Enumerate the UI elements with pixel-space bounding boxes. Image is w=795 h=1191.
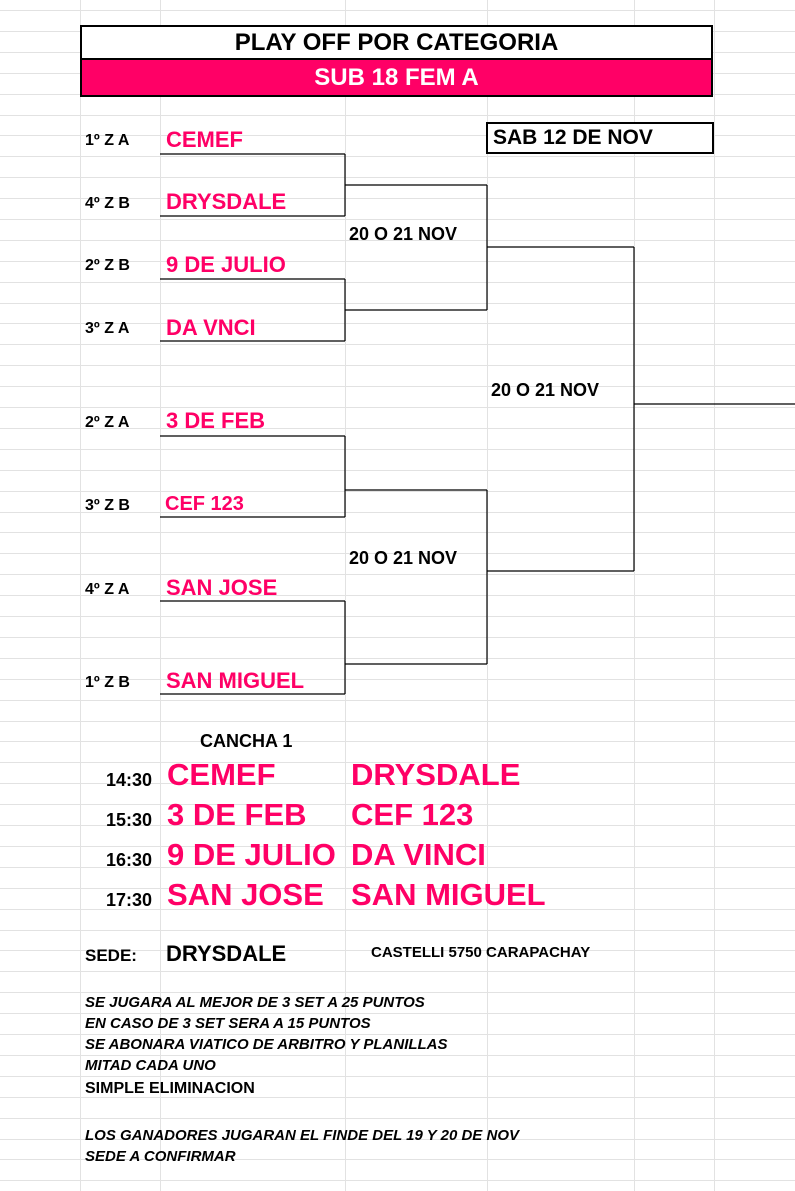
match-away-team: CEF 123 [351, 797, 474, 832]
seed-label: 4º Z A [85, 581, 130, 598]
seed-label: 1º Z A [85, 132, 130, 149]
team-name: SAN MIGUEL [166, 668, 305, 693]
seed-label: 4º Z B [85, 195, 130, 212]
match-time: 14:30 [106, 770, 153, 790]
team-name: 3 DE FEB [166, 408, 266, 433]
match-time: 15:30 [106, 810, 153, 830]
court-label: CANCHA 1 [200, 731, 293, 751]
match-away-team: DRYSDALE [351, 757, 521, 792]
note-line: MITAD CADA UNO [85, 1057, 216, 1074]
venue-address: CASTELLI 5750 CARAPACHAY [371, 944, 591, 961]
seed-label: 1º Z B [85, 674, 130, 691]
note-line: SE JUGARA AL MEJOR DE 3 SET A 25 PUNTOS [85, 994, 425, 1011]
page-title-text: PLAY OFF POR CATEGORIA [234, 28, 559, 56]
note-line: SEDE A CONFIRMAR [85, 1148, 236, 1165]
category-banner-text: SUB 18 FEM A [314, 63, 479, 91]
match-home-team: 9 DE JULIO [167, 837, 336, 872]
seed-label: 2º Z B [85, 257, 130, 274]
team-name: DA VNCI [166, 315, 256, 340]
seed-label: 3º Z A [85, 320, 130, 337]
round-date-label: 20 O 21 NOV [491, 380, 600, 400]
round-date-label: 20 O 21 NOV [349, 548, 458, 568]
match-home-team: SAN JOSE [167, 877, 324, 912]
seed-label: 3º Z B [85, 497, 130, 514]
date-box: SAB 12 DE NOV [486, 122, 714, 154]
venue-name: DRYSDALE [166, 941, 287, 966]
team-name: CEF 123 [165, 493, 244, 515]
seed-label: 2º Z A [85, 414, 130, 431]
note-line: SIMPLE ELIMINACION [85, 1080, 255, 1097]
team-name: CEMEF [166, 127, 243, 152]
match-away-team: SAN MIGUEL [351, 877, 546, 912]
match-home-team: 3 DE FEB [167, 797, 307, 832]
match-away-team: DA VINCI [351, 837, 486, 872]
match-home-team: CEMEF [167, 757, 276, 792]
match-time: 16:30 [106, 850, 153, 870]
note-line: EN CASO DE 3 SET SERA A 15 PUNTOS [85, 1015, 371, 1032]
category-banner: SUB 18 FEM A [80, 60, 713, 97]
match-time: 17:30 [106, 890, 153, 910]
team-name: DRYSDALE [166, 189, 287, 214]
team-name: SAN JOSE [166, 575, 278, 600]
note-line: LOS GANADORES JUGARAN EL FINDE DEL 19 Y … [85, 1127, 519, 1144]
round-date-label: 20 O 21 NOV [349, 224, 458, 244]
team-name: 9 DE JULIO [166, 252, 286, 277]
page-title: PLAY OFF POR CATEGORIA [80, 25, 713, 60]
venue-label: SEDE: [85, 946, 137, 965]
date-box-text: SAB 12 DE NOV [493, 126, 653, 149]
note-line: SE ABONARA VIATICO DE ARBITRO Y PLANILLA… [85, 1036, 448, 1053]
